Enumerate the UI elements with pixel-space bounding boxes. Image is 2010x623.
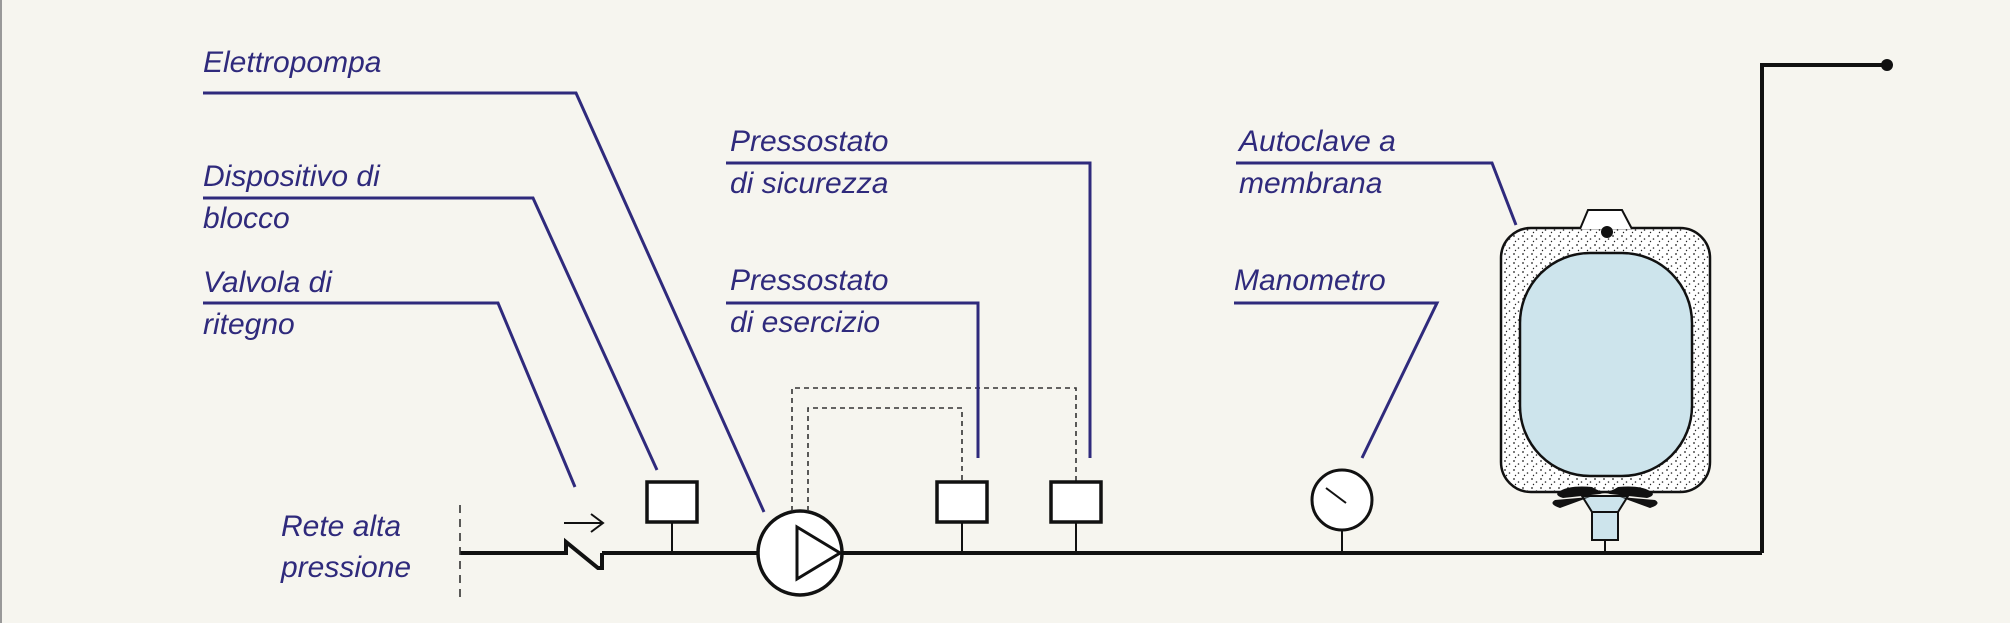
label-rete-line2: pressione — [280, 551, 411, 584]
label-valvola-line2: ritegno — [203, 308, 295, 341]
label-autoclave-line2: membrana — [1239, 167, 1382, 200]
label-press-esercizio-line1: Pressostato — [730, 264, 888, 297]
label-press-sicurezza-line1: Pressostato — [730, 125, 888, 158]
membrane-tank-icon — [1499, 209, 1712, 553]
pressure-switch-sicurezza-icon — [1049, 480, 1103, 553]
pump-icon — [756, 509, 844, 597]
label-elettropompa: Elettropompa — [203, 46, 381, 79]
control-wiring — [791, 387, 1077, 511]
label-valvola-line1: Valvola di — [203, 266, 333, 299]
label-dispositivo-line1: Dispositivo di — [203, 160, 381, 193]
label-autoclave-line1: Autoclave a — [1237, 125, 1396, 158]
label-manometro: Manometro — [1234, 264, 1386, 297]
label-press-sicurezza-line2: di sicurezza — [730, 167, 888, 200]
blocking-device-icon — [645, 480, 699, 553]
label-press-esercizio-line2: di esercizio — [730, 306, 880, 339]
label-dispositivo-line2: blocco — [203, 202, 290, 235]
pressure-gauge-icon — [1310, 468, 1374, 553]
label-rete-line1: Rete alta — [281, 510, 401, 543]
pressure-switch-esercizio-icon — [935, 480, 989, 553]
main-pipe — [460, 59, 1893, 555]
check-valve-icon — [562, 513, 605, 570]
leader-lines — [203, 91, 1518, 513]
